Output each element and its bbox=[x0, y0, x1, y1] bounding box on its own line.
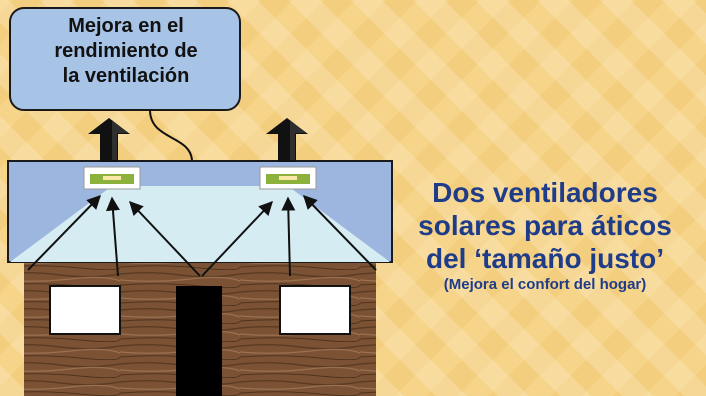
window-right bbox=[279, 285, 351, 335]
window-left bbox=[49, 285, 121, 335]
door bbox=[176, 286, 222, 396]
up-arrow-icon bbox=[88, 118, 130, 162]
callout-label: Mejora en el rendimiento de la ventilaci… bbox=[14, 14, 238, 89]
title-line: del ‘tamaño justo’ bbox=[425, 243, 665, 274]
callout-line: rendimiento de bbox=[54, 40, 198, 62]
solar-vent-icon bbox=[83, 166, 141, 190]
title-block: Dos ventiladores solares para áticos del… bbox=[384, 176, 706, 295]
airflow-arrows bbox=[27, 194, 377, 277]
title-line: Dos ventiladores bbox=[432, 177, 658, 208]
callout-pointer bbox=[149, 109, 202, 182]
up-arrow-icon bbox=[266, 118, 308, 162]
callout-line: la ventilación bbox=[62, 65, 190, 87]
solar-vent-icon bbox=[259, 166, 317, 190]
callout-box bbox=[9, 7, 241, 111]
subtitle: (Mejora el confort del hogar) bbox=[443, 276, 647, 293]
title-line: solares para áticos bbox=[418, 210, 672, 241]
callout-line: Mejora en el bbox=[68, 15, 184, 37]
